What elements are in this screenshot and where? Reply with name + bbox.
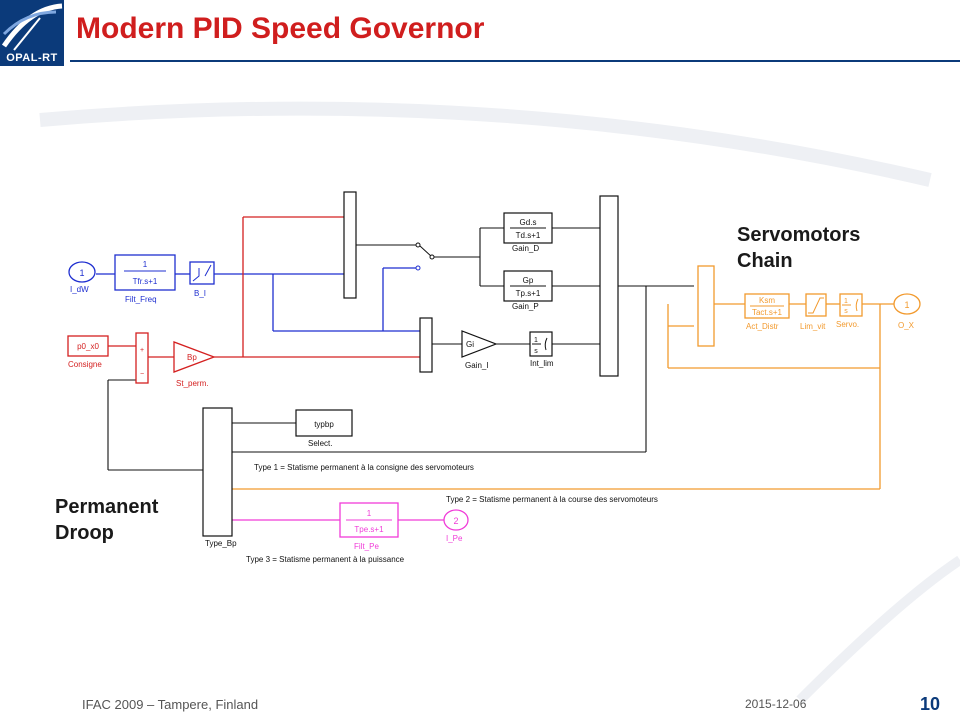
consigne-label: Consigne bbox=[68, 360, 102, 369]
deadband-b-i-block: B_I bbox=[189, 261, 215, 298]
permanent-droop-callout: Permanent Droop bbox=[55, 494, 158, 546]
filter-freq-block: 1 Tfr.s+1 Filt_Freq bbox=[114, 254, 176, 304]
actuator-denominator: Tact.s+1 bbox=[752, 308, 783, 317]
sum-block-red: + − bbox=[135, 332, 149, 384]
gain-bp-block: Bp St_perm. bbox=[173, 341, 216, 388]
input-i-pe-label: I_Pe bbox=[446, 534, 463, 543]
filter-freq-denominator: Tfr.s+1 bbox=[133, 277, 158, 286]
type-bp-label: Type_Bp bbox=[205, 539, 237, 548]
sum-block-servo bbox=[697, 265, 715, 347]
annotation-type2: Type 2 = Statisme permanent à la course … bbox=[446, 495, 658, 504]
red-signal-path bbox=[108, 216, 420, 358]
gain-i-label: Gain_I bbox=[465, 361, 489, 370]
opal-rt-logo-icon bbox=[1, 3, 63, 51]
footer-date: 2015-12-06 bbox=[745, 697, 807, 711]
servomotors-line2: Chain bbox=[737, 250, 793, 272]
servo-numerator: 1 bbox=[844, 298, 848, 305]
input-i-dw-label: I_dW bbox=[70, 285, 89, 294]
svg-text:+: + bbox=[140, 347, 144, 354]
servomotors-callout: Servomotors Chain bbox=[737, 222, 860, 274]
input-i-pe-number: 2 bbox=[453, 516, 458, 526]
page-number: 10 bbox=[920, 694, 941, 714]
gain-p-label: Gain_P bbox=[512, 302, 539, 311]
filter-pe-numerator: 1 bbox=[367, 509, 372, 518]
integrator-label: Int_lim bbox=[530, 359, 554, 368]
type-bp-switch: Type_Bp bbox=[202, 407, 237, 548]
integrator-denominator: s bbox=[534, 348, 538, 355]
mux-block-left bbox=[343, 191, 357, 299]
actuator-numerator: Ksm bbox=[759, 296, 775, 305]
droop-line1: Permanent bbox=[55, 496, 159, 518]
opal-rt-logo: OPAL-RT bbox=[0, 0, 64, 66]
output-label: O_X bbox=[898, 321, 915, 330]
logo-text: OPAL-RT bbox=[6, 52, 58, 64]
actuator-distr-block: Ksm Tact.s+1 Act_Distr bbox=[744, 293, 790, 331]
rate-limiter-label: Lim_vit bbox=[800, 322, 826, 331]
integrator-numerator: 1 bbox=[534, 337, 538, 344]
annotation-type3: Type 3 = Statisme permanent à la puissan… bbox=[246, 555, 405, 564]
filter-pe-label: Filt_Pe bbox=[354, 542, 379, 551]
title-rule bbox=[70, 60, 960, 62]
gain-d-numerator: Gd.s bbox=[520, 218, 537, 227]
black-signal-path bbox=[107, 227, 694, 471]
constant-p0-x0: p0_x0 Consigne bbox=[67, 335, 109, 369]
gain-p-block: Gp Tp.s+1 Gain_P bbox=[503, 270, 553, 311]
manual-switch bbox=[415, 242, 435, 271]
gain-p-numerator: Gp bbox=[523, 276, 534, 285]
footer-event: IFAC 2009 – Tampere, Finland bbox=[82, 697, 259, 712]
gain-i-block: Gi Gain_I bbox=[461, 330, 498, 370]
annotation-type1: Type 1 = Statisme permanent à la consign… bbox=[254, 463, 474, 472]
background-watermark bbox=[39, 101, 960, 704]
filter-freq-numerator: 1 bbox=[143, 260, 148, 269]
gain-d-denominator: Td.s+1 bbox=[516, 231, 541, 240]
slide-title: Modern PID Speed Governor bbox=[76, 12, 485, 45]
servo-label: Servo. bbox=[836, 320, 859, 329]
servomotors-line1: Servomotors bbox=[737, 224, 861, 246]
gain-bp-value: Bp bbox=[187, 353, 197, 362]
constant-value: p0_x0 bbox=[77, 342, 99, 351]
gain-i-value: Gi bbox=[466, 340, 474, 349]
sum-block-pid bbox=[599, 195, 619, 377]
deadband-label: B_I bbox=[194, 289, 206, 298]
servo-integrator-block: 1 s Servo. bbox=[836, 293, 863, 329]
select-label: Select. bbox=[308, 439, 332, 448]
filter-freq-label: Filt_Freq bbox=[125, 295, 157, 304]
gain-d-block: Gd.s Td.s+1 Gain_D bbox=[503, 212, 553, 253]
typbp-value: typbp bbox=[314, 420, 334, 429]
filter-pe-denominator: Tpe.s+1 bbox=[354, 525, 384, 534]
svg-text:−: − bbox=[140, 371, 144, 378]
typbp-constant: typbp Select. bbox=[295, 409, 353, 448]
actuator-label: Act_Distr bbox=[746, 322, 779, 331]
output-number: 1 bbox=[904, 300, 909, 310]
rate-limiter-block: Lim_vit bbox=[800, 293, 827, 331]
droop-line2: Droop bbox=[55, 522, 114, 544]
input-i-pe: 2 I_Pe bbox=[443, 509, 469, 543]
input-i-dw: 1 I_dW bbox=[68, 261, 96, 294]
input-i-dw-number: 1 bbox=[79, 268, 84, 278]
gain-d-label: Gain_D bbox=[512, 244, 539, 253]
output-o-x: 1 O_X bbox=[893, 293, 921, 330]
filter-pe-block: 1 Tpe.s+1 Filt_Pe bbox=[339, 502, 399, 551]
mux-block-mid bbox=[419, 317, 433, 373]
integrator-block: 1 s Int_lim bbox=[529, 331, 554, 368]
orange-signal-path bbox=[232, 303, 894, 490]
gain-p-denominator: Tp.s+1 bbox=[516, 289, 541, 298]
st-perm-label: St_perm. bbox=[176, 379, 208, 388]
servo-denominator: s bbox=[844, 308, 848, 315]
